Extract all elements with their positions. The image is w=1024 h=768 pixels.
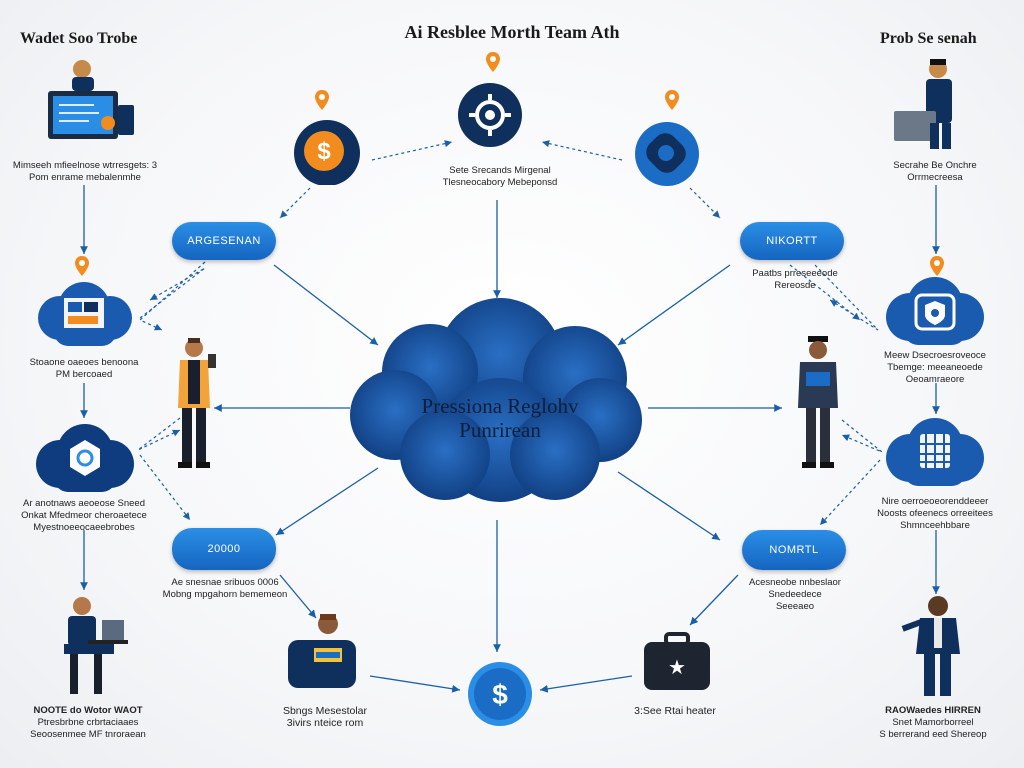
center-line-2: Punrirean	[459, 418, 541, 442]
arrow-pill-br	[617, 471, 721, 541]
svg-text:$: $	[317, 138, 331, 165]
dash-coin-left	[279, 187, 311, 219]
person-pointing-icon	[898, 592, 978, 700]
pill-bottom-right[interactable]: NOMRTL	[742, 530, 846, 570]
svg-text:$: $	[492, 679, 508, 710]
dash-top-left	[371, 140, 453, 161]
person-presenting-icon	[890, 55, 970, 153]
center-line-1: Pressiona Reglohv	[421, 394, 579, 418]
arrow-bottom-left	[369, 675, 461, 693]
dash-right-1	[814, 264, 879, 331]
dash-right-3	[819, 459, 881, 526]
pill-top-left[interactable]: ARGESENAN	[172, 222, 276, 260]
left-title: Wadet Soo Trobe	[20, 30, 138, 47]
right-title: Prob Se senah	[880, 30, 977, 47]
blue-tag-icon	[632, 118, 702, 186]
svg-text:★: ★	[668, 657, 686, 679]
hexagon-icon	[32, 420, 138, 494]
arrow-pill-tl	[273, 264, 379, 346]
location-pin-icon	[315, 90, 329, 110]
person-hat-icon	[792, 336, 846, 470]
location-pin-icon	[486, 52, 500, 72]
person-seated-laptop-icon	[58, 594, 134, 698]
gear-icon	[455, 80, 525, 150]
arrow-bottom-left-2	[279, 574, 317, 619]
location-pin-icon	[75, 256, 89, 276]
person-folder-icon	[284, 612, 360, 692]
pill-bottom-left[interactable]: 20000	[172, 528, 276, 570]
location-pin-icon	[665, 90, 679, 110]
document-icon	[34, 278, 136, 348]
briefcase-icon: ★	[642, 632, 712, 692]
dash-right-2	[841, 419, 883, 453]
shield-icon	[882, 275, 988, 347]
dash-tag-right	[689, 187, 721, 219]
person-laptop-icon	[44, 55, 139, 145]
arrow-bottom-right	[539, 675, 633, 693]
dash-top-right	[541, 140, 623, 161]
dash-left-1	[138, 261, 206, 331]
main-title: Ai Resblee Morth Team Ath	[404, 22, 620, 42]
location-pin-icon	[930, 256, 944, 276]
arrow-bottom-right-2	[689, 574, 739, 626]
dollar-coin-icon: $	[466, 660, 534, 728]
caption-bottom-right: 3:See Rtai heater	[634, 705, 716, 717]
chip-icon	[882, 416, 988, 488]
dollar-coin-icon: $	[292, 115, 362, 186]
dash-right-1b	[789, 264, 861, 321]
arrow-pill-tr	[617, 264, 731, 346]
person-phone-icon	[170, 336, 222, 470]
arrow-pill-bl	[275, 467, 379, 536]
pill-top-right[interactable]: NIKORTT	[740, 222, 844, 260]
dash-left-3	[139, 454, 191, 521]
